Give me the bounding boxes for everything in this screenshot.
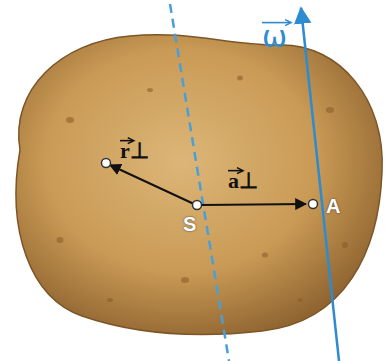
a-label: a⊥ [228,170,258,192]
potato-spots [57,76,349,303]
a-vector [201,204,306,205]
rotation-axis [301,8,339,361]
point-a [309,200,318,209]
vector-overarrow [262,22,290,24]
point-label: S [183,214,196,234]
vector-overarrow-head [237,168,243,174]
vector-overarrow [120,140,133,142]
r-label: r⊥ [120,140,149,162]
point-s [193,201,202,210]
vector-overarrow-head [128,138,134,144]
point-r [102,159,111,168]
omega-label: ω [262,22,287,52]
r-vector [110,165,194,204]
vector-overarrow [228,170,242,172]
point-label: A [326,196,340,216]
vector-overarrow-head [285,20,291,26]
axis-through-s [170,4,229,361]
